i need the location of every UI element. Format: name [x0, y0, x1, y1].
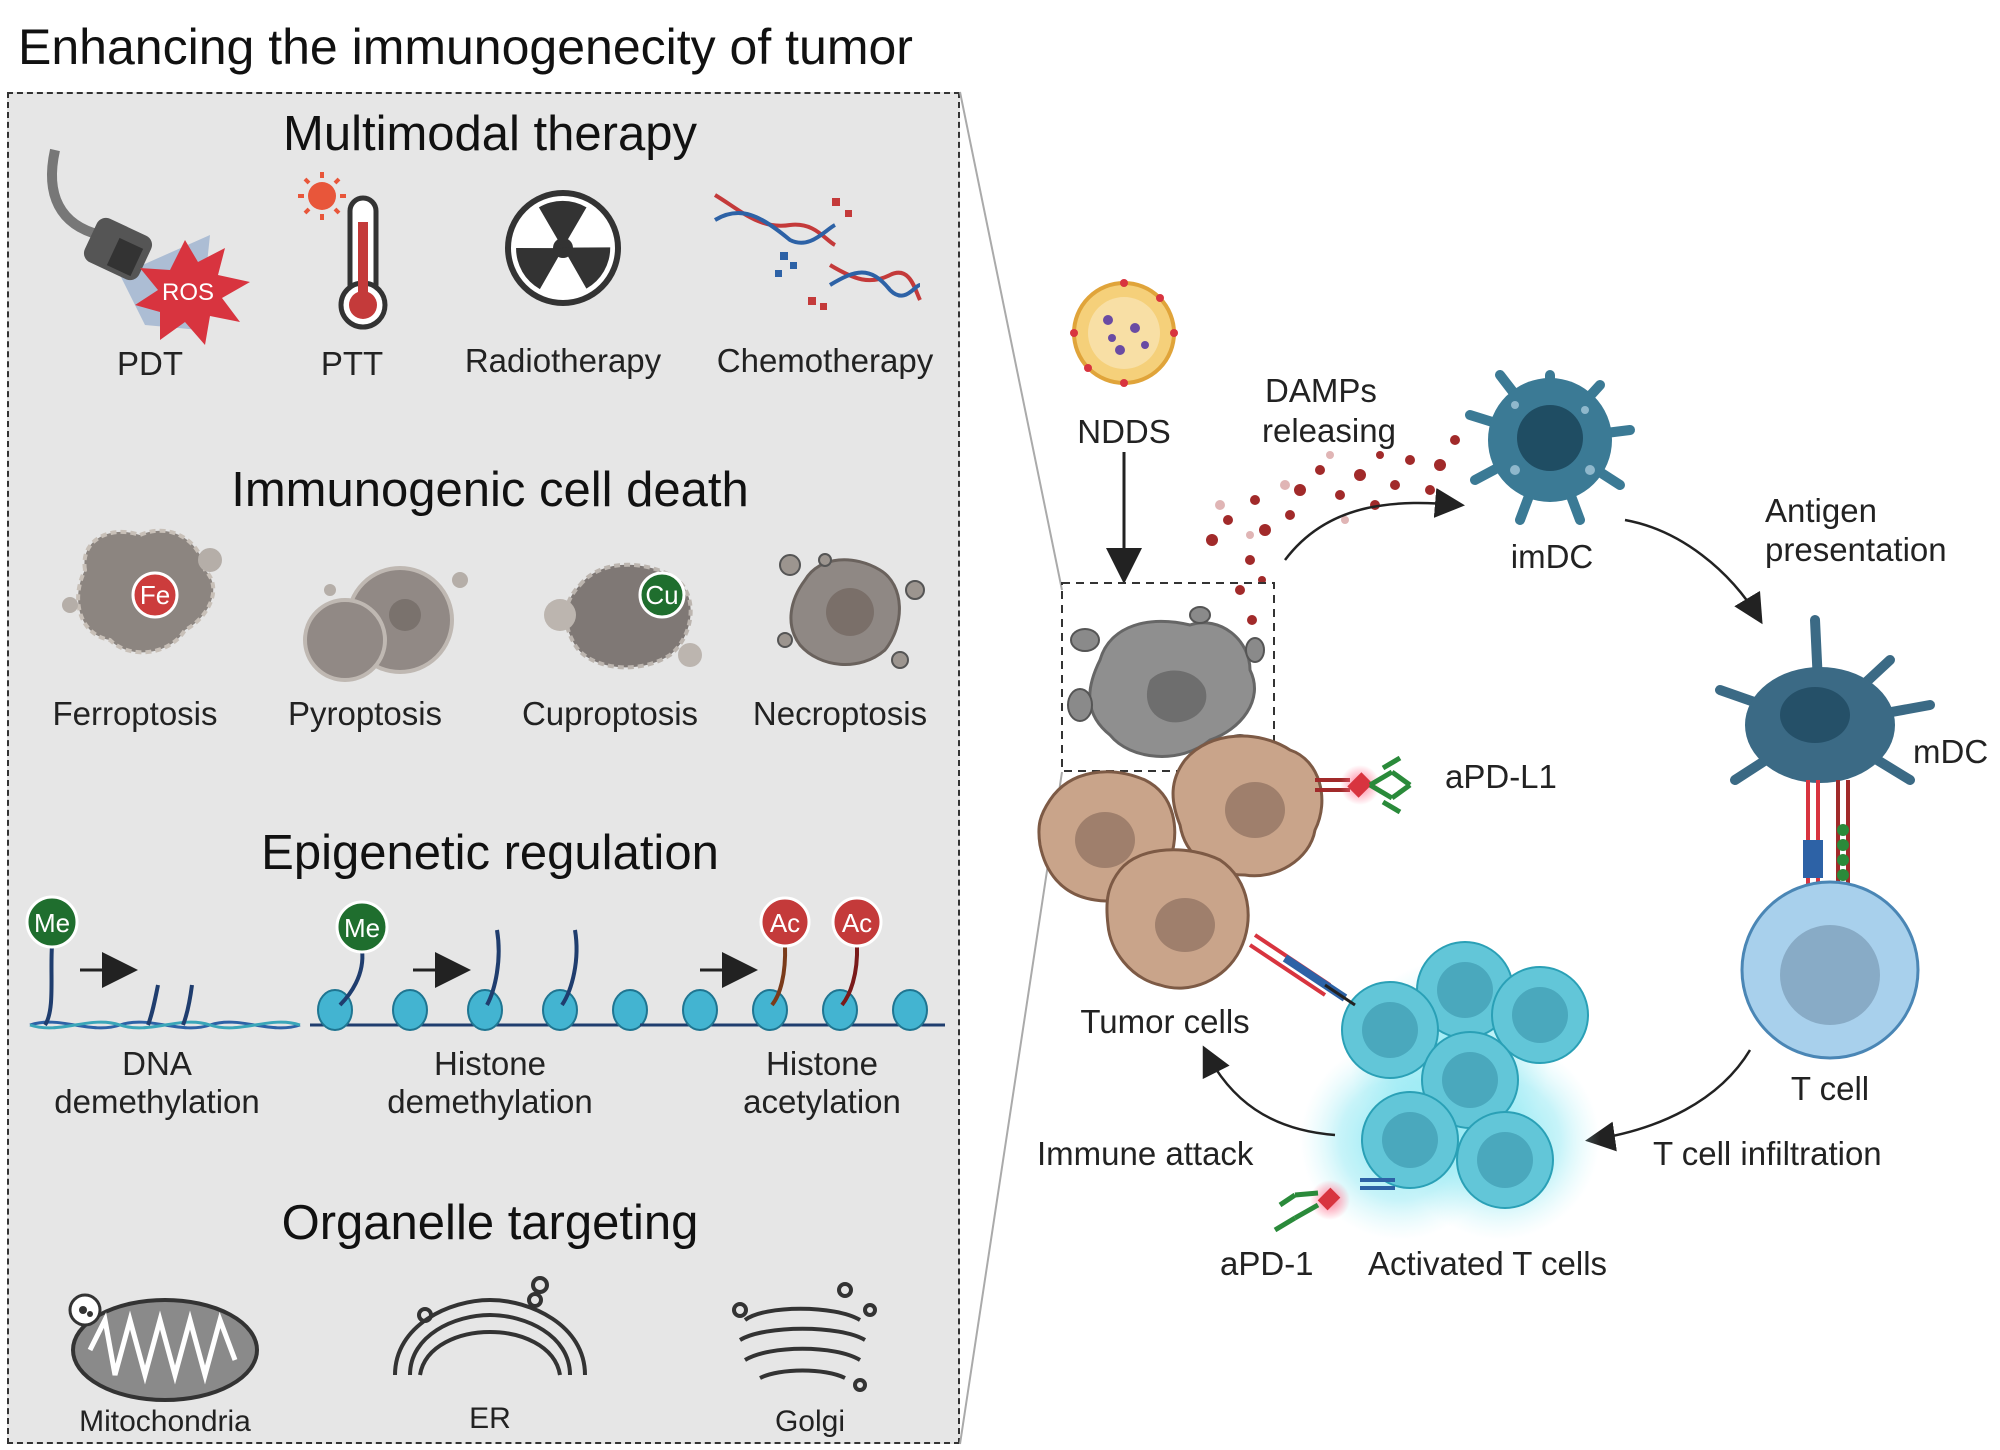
- section-title-icd: Immunogenic cell death: [231, 463, 749, 517]
- necroptosis-cell-icon: [777, 553, 925, 669]
- me-label-2: Me: [344, 913, 380, 943]
- dna-fragments-icon: [713, 193, 922, 310]
- label-er: ER: [469, 1402, 511, 1435]
- label-dna-demethylation-2: demethylation: [54, 1083, 260, 1120]
- label-histone-acetylation-2: acetylation: [743, 1083, 901, 1120]
- label-chemotherapy: Chemotherapy: [716, 342, 934, 379]
- label-damps-2: releasing: [1262, 412, 1396, 449]
- apd1-antibody-icon: [1273, 1178, 1395, 1233]
- label-t-cell-infiltration: T cell infiltration: [1653, 1135, 1882, 1172]
- cu-label: Cu: [645, 580, 678, 610]
- ros-label: ROS: [162, 279, 214, 306]
- me-label: Me: [34, 908, 70, 938]
- dna-demethylation-icon: Me: [25, 895, 301, 1030]
- label-histone-demethylation-1: Histone: [434, 1045, 546, 1082]
- pyroptosis-cell-icon: [303, 566, 468, 682]
- ac-label: Ac: [770, 908, 800, 938]
- label-mdc: mDC: [1913, 733, 1989, 770]
- label-t-cell: T cell: [1790, 1070, 1870, 1107]
- damps-particles: [1206, 435, 1460, 625]
- radiation-icon: [505, 190, 621, 306]
- label-damps-1: DAMPs: [1265, 372, 1377, 409]
- tumor-nuclei: [1075, 782, 1285, 952]
- label-ndds: NDDS: [1077, 413, 1171, 450]
- label-antigen-1: Antigen: [1765, 492, 1877, 529]
- mitochondria-icon: [68, 1293, 259, 1402]
- fe-label: Fe: [140, 580, 170, 610]
- mdc-cell: [1715, 615, 1935, 785]
- label-cuproptosis: Cuproptosis: [521, 695, 699, 732]
- label-apdl1: aPD-L1: [1445, 758, 1557, 795]
- label-apd1: aPD-1: [1220, 1245, 1314, 1282]
- er-icon: [393, 1276, 587, 1376]
- cuproptosis-cell-icon: Cu: [544, 562, 702, 670]
- section-title-organelle: Organelle targeting: [281, 1196, 699, 1250]
- imdc-cell: [1465, 370, 1635, 525]
- section-title-multimodal: Multimodal therapy: [283, 107, 697, 161]
- ac-label-2: Ac: [842, 908, 872, 938]
- activated-t-cells: [1300, 941, 1600, 1240]
- thermometer-icon: [298, 172, 388, 330]
- pd1-pdl1-interaction: [1248, 933, 1356, 1007]
- label-activated-t-cells: Activated T cells: [1368, 1245, 1608, 1282]
- label-golgi: Golgi: [774, 1405, 846, 1438]
- section-title-epigenetic: Epigenetic regulation: [261, 826, 719, 880]
- label-mitochondria: Mitochondria: [79, 1405, 251, 1438]
- label-ferroptosis: Ferroptosis: [52, 695, 218, 732]
- mhc-tcr-complex: [1803, 780, 1850, 888]
- label-ptt: PTT: [320, 345, 384, 382]
- label-tumor-cells: Tumor cells: [1080, 1003, 1250, 1040]
- damps-particles-light: [1215, 451, 1349, 539]
- pdt-icon: ROS: [47, 148, 250, 345]
- figure-title: Enhancing the immunogenecity of tumor: [18, 19, 913, 75]
- apdl1-antibody-icon: [1315, 755, 1412, 815]
- ndds-nanoparticle-icon: [1070, 279, 1178, 387]
- label-imdc: imDC: [1510, 538, 1594, 575]
- label-dna-demethylation-1: DNA: [122, 1045, 192, 1082]
- label-histone-acetylation-1: Histone: [766, 1045, 878, 1082]
- label-pyroptosis: Pyroptosis: [287, 695, 443, 732]
- t-cell: [1740, 880, 1920, 1060]
- ferroptosis-cell-icon: Fe: [62, 528, 222, 655]
- label-antigen-2: presentation: [1765, 531, 1947, 568]
- label-necroptosis: Necroptosis: [752, 695, 928, 732]
- label-immune-attack: Immune attack: [1037, 1135, 1254, 1172]
- histone-demethylation-icon: Me: [310, 900, 648, 1031]
- label-pdt: PDT: [117, 345, 183, 382]
- label-radiotherapy: Radiotherapy: [464, 342, 662, 379]
- dying-cell-box: [1061, 582, 1275, 772]
- golgi-icon: [732, 1282, 877, 1392]
- histone-acetylation-icon: Ac Ac: [640, 896, 945, 1031]
- label-histone-demethylation-2: demethylation: [387, 1083, 593, 1120]
